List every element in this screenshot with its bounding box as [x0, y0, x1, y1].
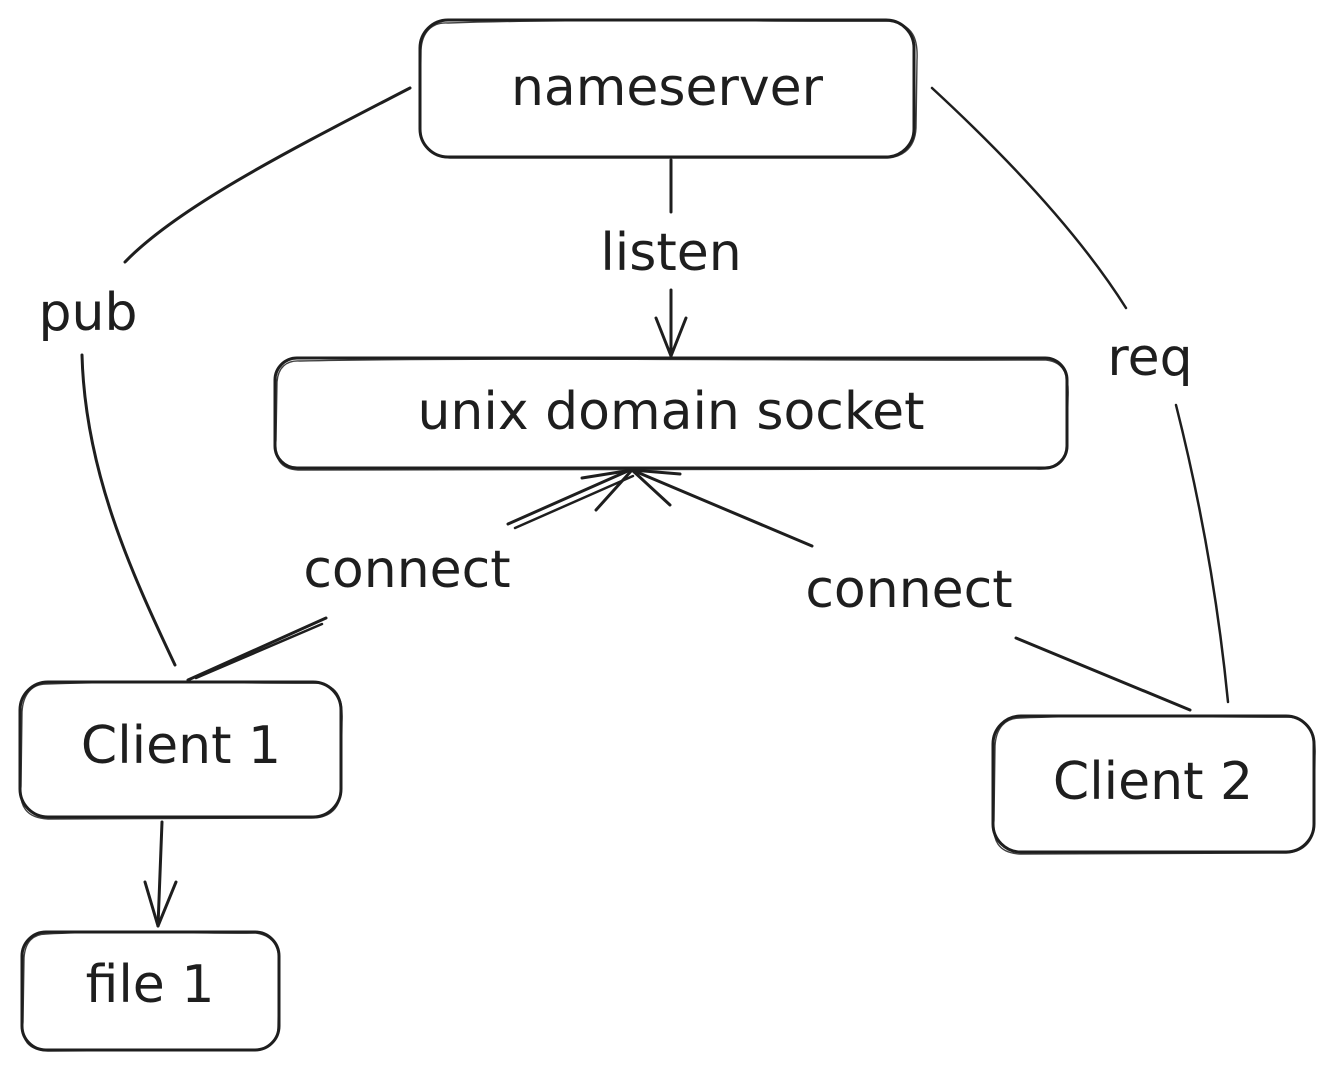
node-label: unix domain socket	[417, 382, 924, 442]
node-unix-domain-socket: unix domain socket	[273, 356, 1069, 471]
edge-connect-left	[186, 468, 635, 682]
node-label: Client 1	[81, 716, 281, 776]
edge-label-pub: pub	[39, 283, 138, 343]
node-client-1: Client 1	[18, 680, 343, 820]
node-label: nameserver	[511, 58, 824, 118]
node-file-1: file 1	[20, 930, 281, 1052]
edge-client1-file1	[143, 820, 178, 928]
node-client-2: Client 2	[991, 714, 1316, 855]
edge-label-listen: listen	[600, 223, 741, 283]
edge-label-connect-left: connect	[303, 540, 510, 600]
edge-label-connect-right: connect	[805, 560, 1012, 620]
edge-req	[930, 86, 1230, 704]
edge-pub	[80, 86, 412, 667]
node-nameserver: nameserver	[418, 18, 918, 159]
edge-listen	[654, 158, 688, 358]
node-label: Client 2	[1053, 752, 1253, 812]
node-label: file 1	[86, 955, 215, 1015]
edge-label-req: req	[1107, 328, 1192, 388]
